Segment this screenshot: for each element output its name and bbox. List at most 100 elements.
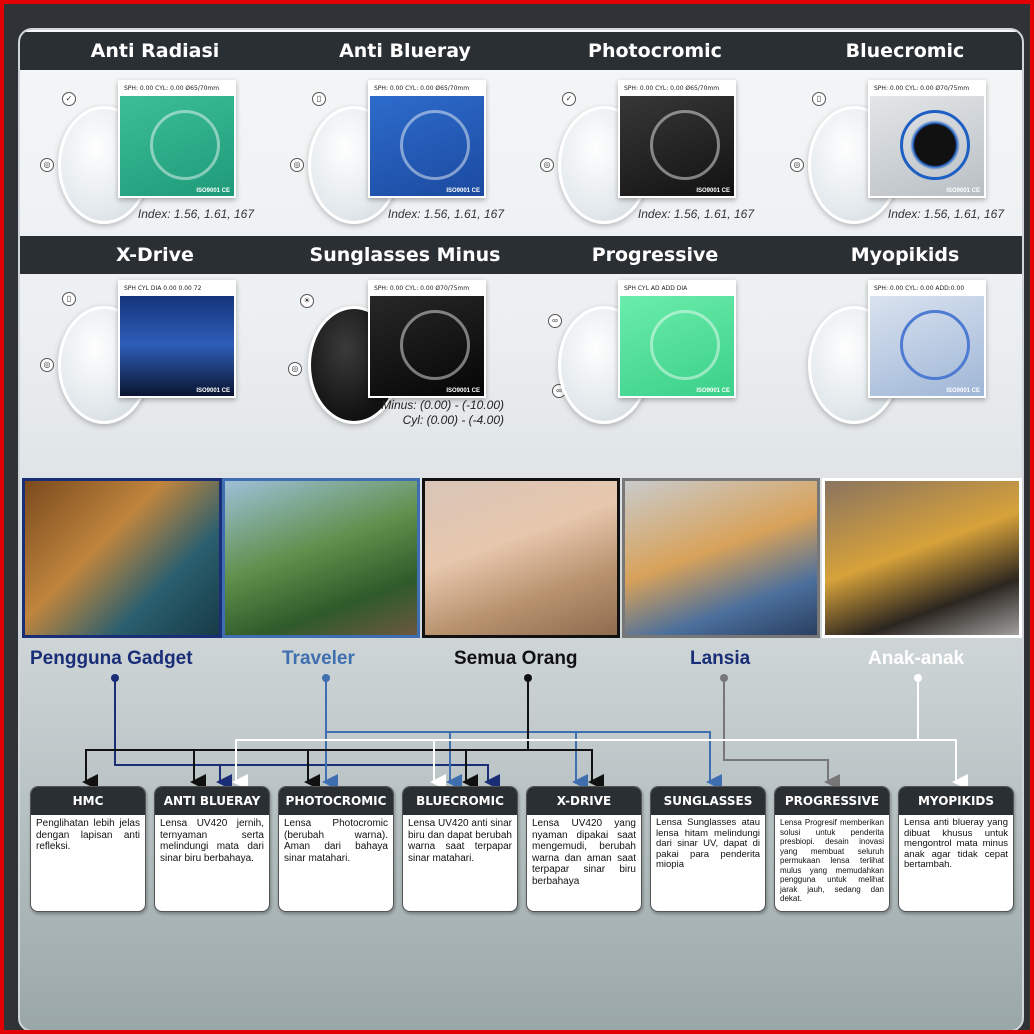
fingerprint-icon: ◎ <box>290 158 304 172</box>
spec-cyl: Cyl: (0.00) - (-4.00) <box>402 413 504 427</box>
line-kids <box>232 678 919 790</box>
box-spec-strip: SPH: 0.00 CYL: 0.00 Ø65/70mm <box>120 82 234 96</box>
card-title: X-DRIVE <box>527 787 641 815</box>
audience-traveler: Traveler <box>282 648 355 669</box>
phone-icon: ▯ <box>812 92 826 106</box>
phone-icon: ▯ <box>62 292 76 306</box>
lens-title: Photocromic <box>588 40 722 62</box>
line-everyone <box>528 749 604 790</box>
audience-gadget: Pengguna Gadget <box>30 648 193 669</box>
product-box: SPH: 0.00 CYL: 0.00 ADD:0.00 ISO9001 CE <box>868 280 986 398</box>
poster-frame: Anti Radiasi Anti Blueray Photocromic Bl… <box>4 4 1030 1030</box>
audience-everyone: Semua Orang <box>454 648 578 669</box>
box-footer: ISO9001 CE <box>446 188 480 194</box>
photo-kids <box>822 478 1022 638</box>
card-bluecromic: BLUECROMIC Lensa UV420 anti sinar biru d… <box>402 786 518 912</box>
box-spec-strip: SPH: 0.00 CYL: 0.00 Ø65/70mm <box>370 82 484 96</box>
product-anti-blueray: ▯ ◎ SPH: 0.00 CYL: 0.00 Ø65/70mm ISO9001… <box>280 74 530 224</box>
product-photocromic: ✓ ◎ SPH: 0.00 CYL: 0.00 Ø65/70mm ISO9001… <box>530 74 780 224</box>
phone-icon: ▯ <box>312 92 326 106</box>
card-title: MYOPIKIDS <box>899 787 1013 815</box>
box-spec-strip: SPH: 0.00 CYL: 0.00 Ø70/75mm <box>370 282 484 296</box>
box-ring <box>900 110 970 180</box>
box-footer: ISO9001 CE <box>696 388 730 394</box>
card-description: Lensa Sunglasses atau lensa hitam melind… <box>656 817 760 870</box>
card-x-drive: X-DRIVE Lensa UV420 yang nyaman dipakai … <box>526 786 642 912</box>
photo-traveler <box>222 478 420 638</box>
lens-index: Index: 1.56, 1.61, 167 <box>137 207 254 221</box>
box-spec-strip: SPH: 0.00 CYL: 0.00 Ø65/70mm <box>620 82 734 96</box>
product-box: SPH: 0.00 CYL: 0.00 Ø65/70mm ISO9001 CE <box>368 80 486 198</box>
box-ring <box>400 310 470 380</box>
audience-kids: Anak-anak <box>868 648 965 669</box>
spec-minus: Minus: (0.00) - (-10.00) <box>381 398 504 412</box>
lens-title: Sunglasses Minus <box>309 244 501 266</box>
product-box: SPH: 0.00 CYL: 0.00 Ø65/70mm ISO9001 CE <box>118 80 236 198</box>
photo-gadget-user <box>22 478 222 638</box>
box-footer: ISO9001 CE <box>696 188 730 194</box>
box-ring <box>150 110 220 180</box>
audience-elderly: Lansia <box>690 648 751 669</box>
connector-diagram <box>82 674 968 790</box>
content-panel: Anti Radiasi Anti Blueray Photocromic Bl… <box>18 28 1024 1030</box>
card-description: Lensa Progresif memberikan solusi untuk … <box>780 818 884 903</box>
product-x-drive: ▯ ◎ SPH CYL DIA 0.00 0.00 72 ISO9001 CE <box>30 274 280 424</box>
lens-spec: Minus: (0.00) - (-10.00) Cyl: (0.00) - (… <box>381 398 504 428</box>
line-gadget <box>114 678 500 790</box>
card-title: PROGRESSIVE <box>775 787 889 815</box>
card-description: Lensa UV420 yang nyaman dipakai saat men… <box>532 818 636 887</box>
box-footer: ISO9001 CE <box>196 388 230 394</box>
lens-title: X-Drive <box>116 244 194 266</box>
box-ring <box>900 310 970 380</box>
fingerprint-icon: ◎ <box>40 158 54 172</box>
box-footer: ISO9001 CE <box>946 388 980 394</box>
row1-title-band: Anti Radiasi Anti Blueray Photocromic Bl… <box>20 32 1022 70</box>
lens-title: Progressive <box>591 244 719 266</box>
lens-index: Index: 1.56, 1.61, 167 <box>637 207 754 221</box>
lens-title: Anti Radiasi <box>90 40 220 62</box>
lens-title: Bluecromic <box>845 40 965 62</box>
card-sunglasses: SUNGLASSES Lensa Sunglasses atau lensa h… <box>650 786 766 912</box>
card-title: PHOTOCROMIC <box>279 787 393 815</box>
box-footer: ISO9001 CE <box>196 188 230 194</box>
card-hmc: HMC Penglihatan lebih jelas dengan lapis… <box>30 786 146 912</box>
product-anti-radiasi: ✓ ◎ SPH: 0.00 CYL: 0.00 Ø65/70mm ISO9001… <box>30 74 280 224</box>
box-spec-strip: SPH CYL DIA 0.00 0.00 72 <box>120 282 234 296</box>
shield-icon: ✓ <box>62 92 76 106</box>
line-elderly <box>723 678 840 790</box>
product-box: SPH: 0.00 CYL: 0.00 Ø70/75mm ISO9001 CE <box>868 80 986 198</box>
box-ring <box>400 110 470 180</box>
product-box: SPH: 0.00 CYL: 0.00 Ø65/70mm ISO9001 CE <box>618 80 736 198</box>
row2-title-band: X-Drive Sunglasses Minus Progressive Myo… <box>20 236 1022 274</box>
product-box: SPH: 0.00 CYL: 0.00 Ø70/75mm ISO9001 CE <box>368 280 486 398</box>
box-footer: ISO9001 CE <box>446 388 480 394</box>
lens-index: Index: 1.56, 1.61, 167 <box>387 207 504 221</box>
card-description: Lensa UV420 anti sinar biru dan dapat be… <box>408 818 512 864</box>
card-description: Lensa Photocromic (berubah warna). Aman … <box>284 818 388 864</box>
product-box: SPH CYL DIA 0.00 0.00 72 ISO9001 CE <box>118 280 236 398</box>
card-title: SUNGLASSES <box>651 787 765 815</box>
fingerprint-icon: ◎ <box>288 362 302 376</box>
card-title: BLUECROMIC <box>403 787 517 815</box>
card-myopikids: MYOPIKIDS Lensa anti blueray yang dibuat… <box>898 786 1014 912</box>
lens-title: Anti Blueray <box>339 40 471 62</box>
line-kids <box>918 739 968 790</box>
fingerprint-icon: ◎ <box>790 158 804 172</box>
card-description: Lensa anti blueray yang dibuat khusus un… <box>904 817 1008 870</box>
line-traveler <box>326 731 722 790</box>
card-anti-blueray: ANTI BLUERAY Lensa UV420 jernih, ternyam… <box>154 786 270 912</box>
card-description: Penglihatan lebih jelas dengan lapisan a… <box>36 818 140 852</box>
card-photocromic: PHOTOCROMIC Lensa Photocromic (berubah w… <box>278 786 394 912</box>
box-spec-strip: SPH: 0.00 CYL: 0.00 Ø70/75mm <box>870 82 984 96</box>
glasses-icon: ∞ <box>548 314 562 328</box>
box-ring <box>650 110 720 180</box>
card-title: HMC <box>31 787 145 815</box>
product-myopikids: SPH: 0.00 CYL: 0.00 ADD:0.00 ISO9001 CE <box>780 274 1022 424</box>
card-description: Lensa UV420 jernih, ternyaman serta meli… <box>160 818 264 864</box>
card-progressive: PROGRESSIVE Lensa Progresif memberikan s… <box>774 786 890 912</box>
product-bluecromic: ▯ ◎ SPH: 0.00 CYL: 0.00 Ø70/75mm ISO9001… <box>780 74 1022 224</box>
fingerprint-icon: ◎ <box>40 358 54 372</box>
box-spec-strip: SPH: 0.00 CYL: 0.00 ADD:0.00 <box>870 282 984 296</box>
photo-everyone <box>422 478 620 638</box>
box-spec-strip: SPH CYL AD ADD DIA <box>620 282 734 296</box>
